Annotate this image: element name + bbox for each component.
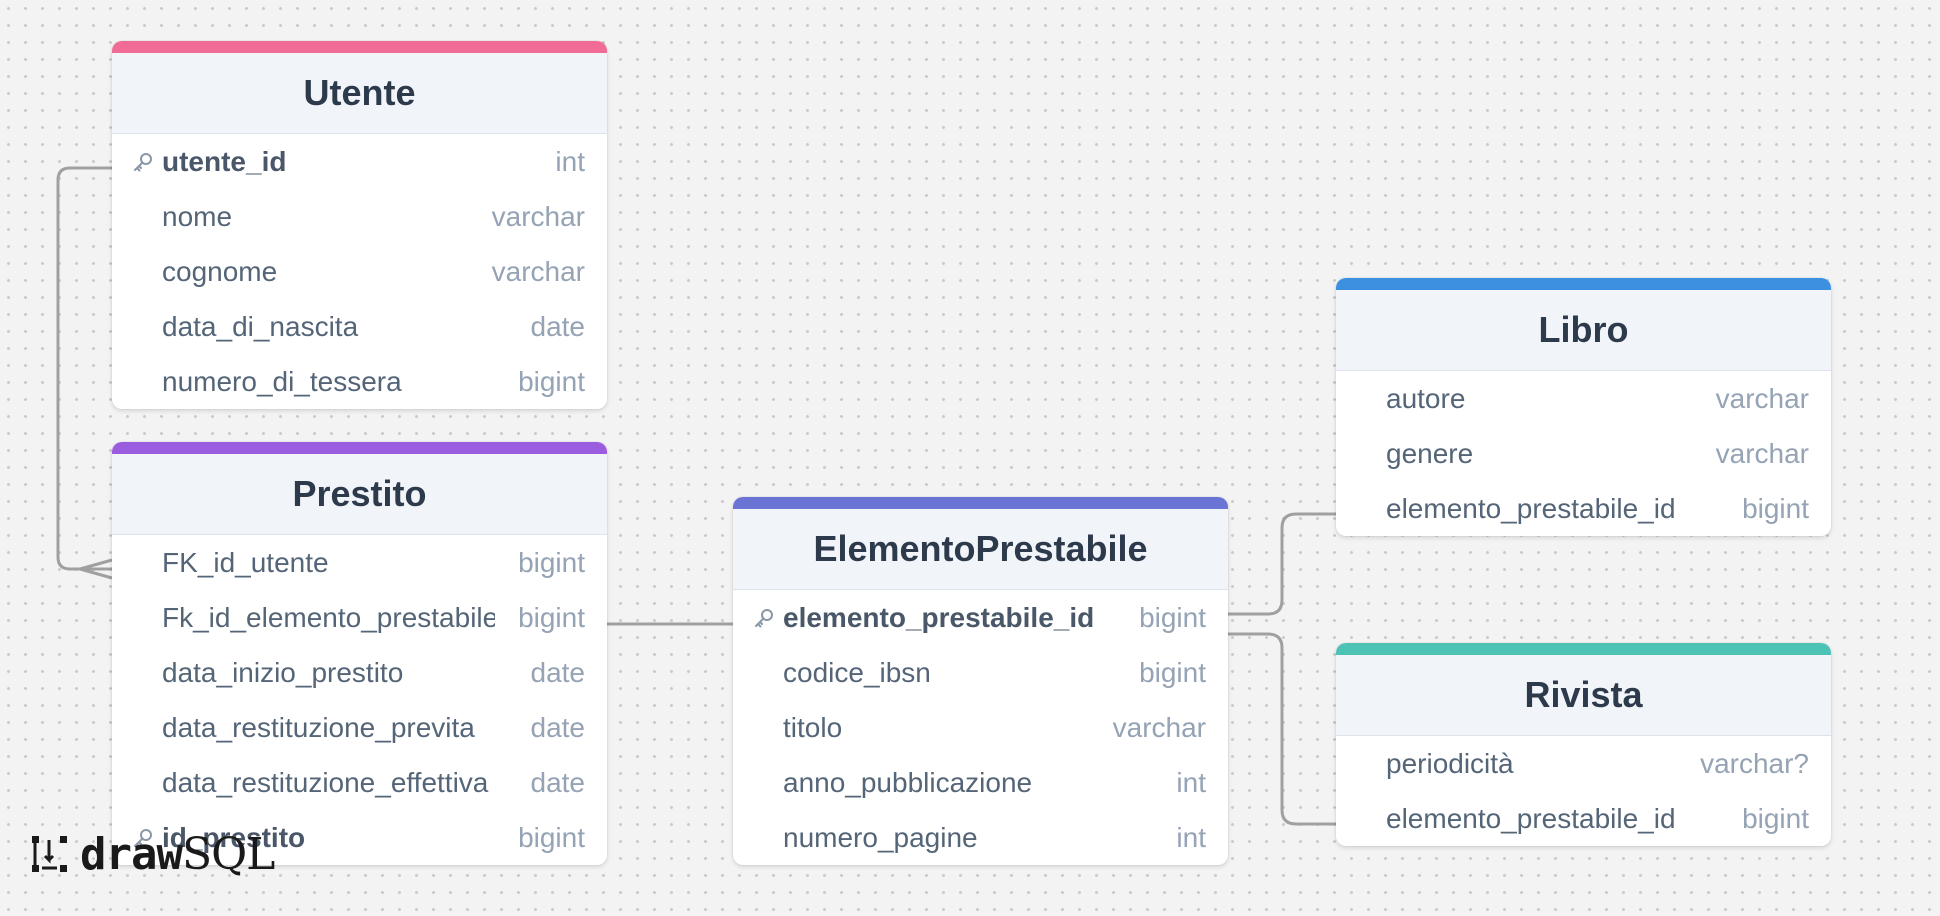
column-type: bigint [1742, 492, 1809, 524]
column-type: varchar [1715, 437, 1809, 469]
column-type: varchar [491, 255, 585, 287]
column-row[interactable]: numero_pagine int [733, 810, 1228, 865]
column-name: data_restituzione_previta [162, 711, 475, 743]
column-name: genere [1386, 437, 1474, 469]
column-row[interactable]: FK_id_utente bigint [112, 535, 607, 590]
table-title[interactable]: ElementoPrestabile [733, 509, 1228, 590]
column-row[interactable]: data_restituzione_previta date [112, 700, 607, 755]
column-type: varchar? [1700, 747, 1809, 779]
column-type: bigint [518, 365, 585, 397]
column-name: Fk_id_elemento_prestabile [162, 601, 495, 633]
column-row[interactable]: elemento_prestabile_id bigint [1336, 791, 1831, 846]
column-row[interactable]: Fk_id_elemento_prestabile bigint [112, 590, 607, 645]
column-type: bigint [1139, 656, 1206, 688]
primary-key-icon [753, 607, 775, 629]
column-name: anno_pubblicazione [783, 766, 1033, 798]
column-type: int [1176, 766, 1206, 798]
table-title[interactable]: Rivista [1336, 655, 1831, 736]
column-name: codice_ibsn [783, 656, 931, 688]
column-row[interactable]: genere varchar [1336, 426, 1831, 481]
column-name: titolo [783, 711, 843, 743]
column-name: data_inizio_prestito [162, 656, 404, 688]
logo-text-sql: SQL [181, 828, 275, 880]
table-accent-bar [733, 497, 1228, 509]
column-row[interactable]: cognome varchar [112, 244, 607, 299]
column-name: data_restituzione_effettiva [162, 766, 489, 798]
column-type: int [1176, 821, 1206, 853]
column-type: date [530, 656, 586, 688]
connector-elemento-rivista [1228, 632, 1336, 826]
column-type: bigint [518, 546, 585, 578]
column-name: numero_pagine [783, 821, 978, 853]
column-name: FK_id_utente [162, 546, 329, 578]
column-row[interactable]: utente_id int [112, 134, 607, 189]
column-type: bigint [1742, 802, 1809, 834]
table-rivista[interactable]: Rivista periodicità varchar? elemento_prest… [1336, 643, 1831, 846]
table-accent-bar [1336, 643, 1831, 655]
column-name: periodicità [1386, 747, 1514, 779]
table-title[interactable]: Libro [1336, 290, 1831, 371]
column-name: elemento_prestabile_id [783, 601, 1095, 633]
table-accent-bar [112, 41, 607, 53]
column-name: utente_id [162, 145, 287, 177]
column-row[interactable]: id_prestito bigint [112, 810, 607, 865]
table-accent-bar [1336, 278, 1831, 290]
column-row[interactable]: titolo varchar [733, 700, 1228, 755]
column-type: varchar [1715, 382, 1809, 414]
column-row[interactable]: nome varchar [112, 189, 607, 244]
column-type: varchar [491, 200, 585, 232]
column-type: bigint [1139, 601, 1206, 633]
column-row[interactable]: data_di_nascita date [112, 299, 607, 354]
column-name: nome [162, 200, 233, 232]
column-name: cognome [162, 255, 278, 287]
column-row[interactable]: anno_pubblicazione int [733, 755, 1228, 810]
column-name: id_prestito [162, 821, 306, 853]
table-title[interactable]: Prestito [112, 454, 607, 535]
column-row[interactable]: periodicità varchar? [1336, 736, 1831, 791]
column-type: bigint [518, 601, 585, 633]
column-type: date [530, 310, 586, 342]
column-name: numero_di_tessera [162, 365, 402, 397]
column-row[interactable]: autore varchar [1336, 371, 1831, 426]
connector-elemento-libro [1228, 512, 1336, 616]
column-name: elemento_prestabile_id [1386, 492, 1676, 524]
crowfoot-utente-prestito [79, 558, 113, 580]
connector-utente-prestito [56, 166, 112, 571]
column-type: varchar [1112, 711, 1206, 743]
column-row[interactable]: elemento_prestabile_id bigint [1336, 481, 1831, 536]
column-row[interactable]: data_inizio_prestito date [112, 645, 607, 700]
column-name: elemento_prestabile_id [1386, 802, 1676, 834]
column-row[interactable]: data_restituzione_effettiva date [112, 755, 607, 810]
column-type: bigint [518, 821, 585, 853]
logo-text-draw: draw [80, 828, 183, 880]
column-name: autore [1386, 382, 1466, 414]
table-utente[interactable]: Utente utente_id int nome varchar cognome varc… [112, 41, 607, 409]
primary-key-icon [132, 151, 154, 173]
table-accent-bar [112, 442, 607, 454]
column-row[interactable]: numero_di_tessera bigint [112, 354, 607, 409]
table-libro[interactable]: Libro autore varchar genere varchar elemento_… [1336, 278, 1831, 536]
column-type: date [530, 711, 586, 743]
column-row[interactable]: codice_ibsn bigint [733, 645, 1228, 700]
drawsql-logo-icon [32, 836, 67, 872]
column-type: int [555, 145, 585, 177]
column-row[interactable]: elemento_prestabile_id bigint [733, 590, 1228, 645]
primary-key-icon [132, 827, 154, 849]
table-title[interactable]: Utente [112, 53, 607, 134]
drawsql-logo: draw SQL [30, 829, 275, 880]
column-type: date [530, 766, 586, 798]
column-name: data_di_nascita [162, 310, 359, 342]
